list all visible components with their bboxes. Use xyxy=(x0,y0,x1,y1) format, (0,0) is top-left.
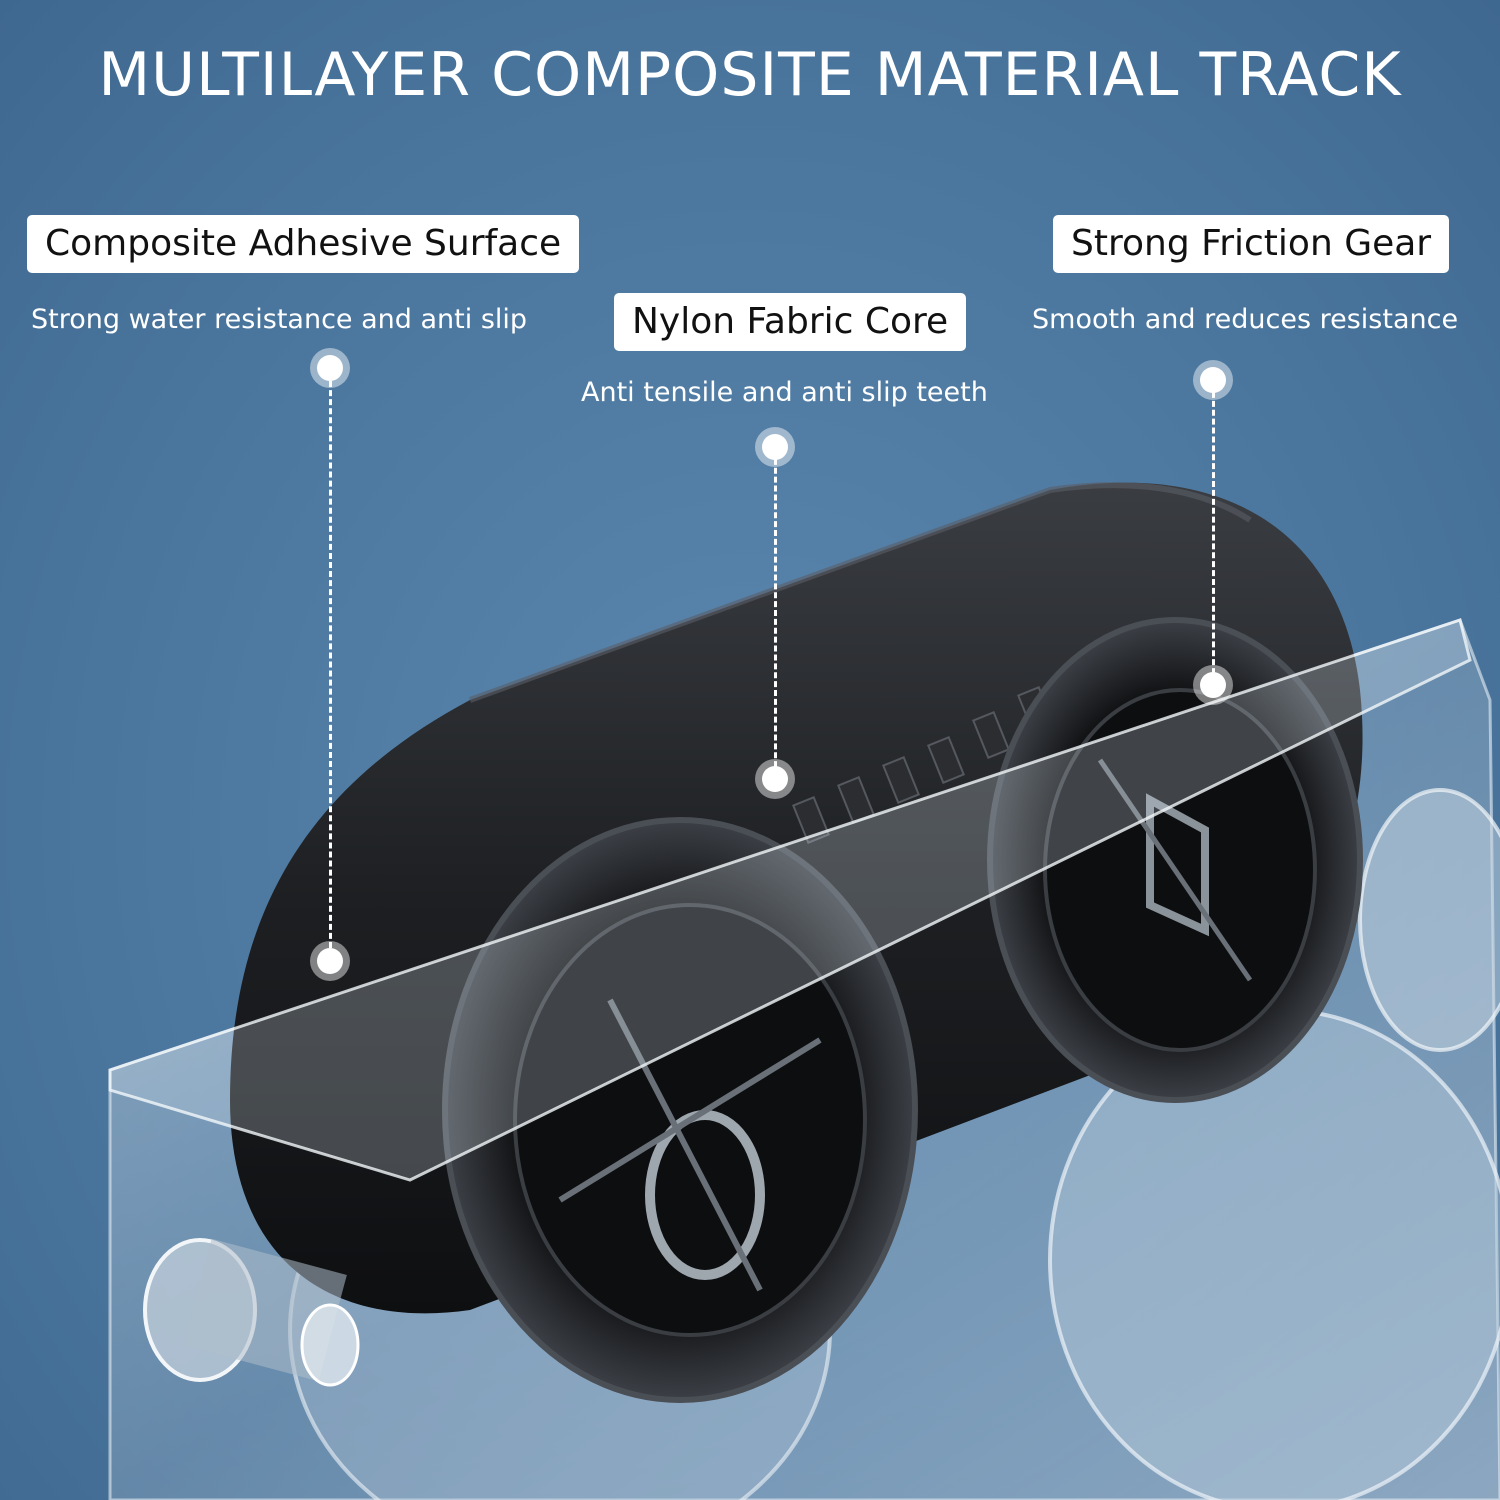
callout-label-nylon-fabric-core: Nylon Fabric Core xyxy=(614,293,967,351)
callout-desc-nylon-fabric-core: Anti tensile and anti slip teeth xyxy=(581,377,988,408)
callout-label-composite-adhesive-surface: Composite Adhesive Surface xyxy=(27,215,580,273)
leader-line-nylon-fabric-core xyxy=(774,450,777,776)
page-title: MULTILAYER COMPOSITE MATERIAL TRACK xyxy=(98,40,1402,110)
marker-dot-bottom xyxy=(317,948,343,974)
marker-dot-top xyxy=(762,434,788,460)
callout-desc-composite-adhesive-surface: Strong water resistance and anti slip xyxy=(31,304,528,335)
leader-line-strong-friction-gear xyxy=(1212,383,1215,683)
marker-dot-bottom xyxy=(1200,672,1226,698)
drive-wheel-right xyxy=(987,617,1363,1103)
axle-pin xyxy=(143,1238,360,1387)
callout-desc-strong-friction-gear: Smooth and reduces resistance xyxy=(1032,304,1459,335)
clear-lid xyxy=(108,618,1472,1182)
callout-label-strong-friction-gear: Strong Friction Gear xyxy=(1053,215,1450,273)
leader-line-composite-adhesive-surface xyxy=(329,372,332,957)
drive-wheel-left xyxy=(442,817,918,1403)
marker-dot-top xyxy=(317,355,343,381)
marker-dot-top xyxy=(1200,367,1226,393)
marker-dot-bottom xyxy=(762,766,788,792)
